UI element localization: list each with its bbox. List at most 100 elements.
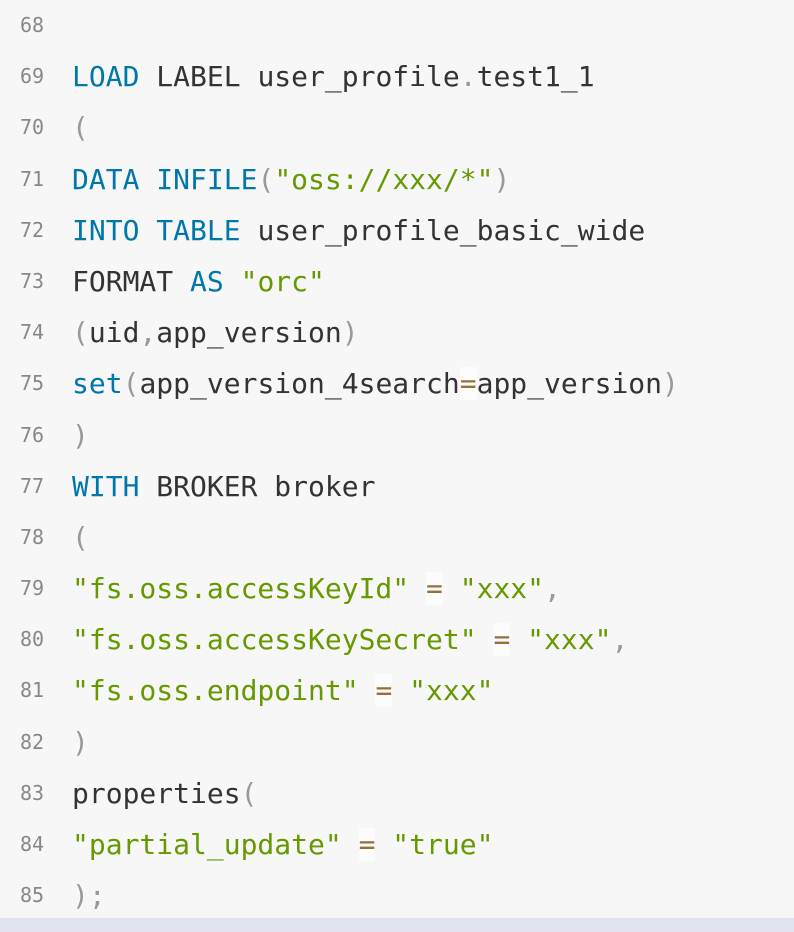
line-source: FORMAT AS "orc" bbox=[72, 256, 325, 307]
token-keyword: INFILE bbox=[156, 162, 258, 196]
token-string: "oss://xxx/*" bbox=[274, 162, 494, 196]
code-line: 72 INTO TABLE user_profile_basic_wide bbox=[0, 205, 794, 256]
token-punct: , bbox=[611, 623, 629, 657]
line-source: LOAD LABEL user_profile.test1_1 bbox=[72, 51, 595, 102]
token-string: "partial_update" bbox=[72, 828, 342, 861]
line-source: set(app_version_4search=app_version) bbox=[72, 358, 679, 409]
line-source: ); bbox=[72, 870, 106, 921]
token-keyword: set bbox=[72, 367, 123, 401]
token-punct: . bbox=[459, 60, 477, 94]
line-source: ) bbox=[72, 410, 89, 461]
token-string: "fs.oss.endpoint" bbox=[72, 674, 359, 708]
token-string: "xxx" bbox=[409, 674, 494, 708]
token-keyword: DATA bbox=[72, 162, 140, 196]
token-plain bbox=[139, 163, 156, 196]
token-keyword: LOAD bbox=[72, 60, 140, 94]
line-number: 77 bbox=[20, 473, 45, 498]
token-plain: app_version bbox=[156, 316, 342, 350]
line-source: INTO TABLE user_profile_basic_wide bbox=[72, 205, 645, 256]
token-plain: test1_1 bbox=[476, 60, 595, 94]
line-source: ( bbox=[72, 512, 89, 563]
code-line: 73 FORMAT AS "orc" bbox=[0, 256, 794, 307]
line-source: "fs.oss.accessKeySecret" = "xxx", bbox=[72, 614, 628, 665]
line-number: 85 bbox=[20, 883, 45, 908]
token-plain bbox=[375, 828, 392, 861]
token-punct: ) bbox=[72, 418, 89, 452]
horizontal-scrollbar[interactable] bbox=[0, 918, 794, 932]
line-number: 83 bbox=[20, 780, 45, 805]
code-line: 82) bbox=[0, 717, 794, 768]
code-line: 74 (uid,app_version) bbox=[0, 307, 794, 358]
line-source: "fs.oss.accessKeyId" = "xxx", bbox=[72, 563, 561, 614]
code-line: 75 set(app_version_4search=app_version) bbox=[0, 358, 794, 409]
code-line: 83 properties( bbox=[0, 768, 794, 819]
token-plain: BROKER broker bbox=[139, 469, 376, 503]
token-plain: user_profile_basic_wide bbox=[240, 213, 646, 247]
line-source: properties( bbox=[72, 768, 257, 819]
token-string: "xxx" bbox=[459, 572, 545, 606]
token-operator: = bbox=[426, 572, 443, 606]
token-plain: app_version_4search bbox=[139, 367, 460, 401]
line-number: 68 bbox=[20, 13, 45, 37]
line-number: 72 bbox=[20, 217, 45, 242]
line-number: 73 bbox=[20, 268, 45, 293]
token-string: "true" bbox=[392, 828, 494, 861]
line-number: 76 bbox=[20, 422, 45, 447]
token-plain bbox=[392, 674, 409, 707]
code-line: 68 bbox=[0, 0, 794, 51]
code-line: 79 "fs.oss.accessKeyId" = "xxx", bbox=[0, 563, 794, 614]
line-source: ) bbox=[72, 717, 89, 768]
code-line: 71 DATA INFILE("oss://xxx/*") bbox=[0, 154, 794, 205]
token-keyword: WITH bbox=[72, 469, 140, 503]
token-punct: ( bbox=[240, 776, 258, 810]
line-number: 71 bbox=[20, 166, 45, 191]
line-source: WITH BROKER broker bbox=[72, 461, 375, 512]
token-plain bbox=[443, 572, 460, 605]
token-plain bbox=[510, 623, 527, 656]
token-punct: ) bbox=[72, 879, 89, 913]
token-plain bbox=[139, 214, 156, 247]
token-punct: ) bbox=[341, 316, 359, 350]
code-line: 85); bbox=[0, 870, 794, 921]
line-number: 69 bbox=[20, 64, 45, 89]
line-source: "fs.oss.endpoint" = "xxx" bbox=[72, 665, 493, 716]
token-string: "orc" bbox=[240, 264, 325, 298]
token-punct: ( bbox=[257, 162, 275, 196]
token-plain: LABEL user_profile bbox=[139, 60, 460, 94]
line-number: 78 bbox=[20, 524, 45, 549]
code-line: 78 ( bbox=[0, 512, 794, 563]
code-line: 76) bbox=[0, 410, 794, 461]
line-source: DATA INFILE("oss://xxx/*") bbox=[72, 154, 510, 205]
token-keyword: INTO bbox=[72, 213, 140, 247]
token-operator: = bbox=[493, 623, 511, 657]
token-punct: ) bbox=[72, 725, 89, 759]
code-line: 81"fs.oss.endpoint" = "xxx" bbox=[0, 665, 794, 716]
token-punct: , bbox=[544, 572, 561, 606]
line-source: (uid,app_version) bbox=[72, 307, 359, 358]
line-number: 82 bbox=[20, 729, 45, 754]
line-number: 84 bbox=[20, 832, 45, 856]
token-punct: ; bbox=[88, 879, 106, 913]
code-line: 69 LOAD LABEL user_profile.test1_1 bbox=[0, 51, 794, 102]
token-punct: , bbox=[139, 316, 157, 350]
line-number: 80 bbox=[20, 627, 45, 652]
token-operator: = bbox=[375, 674, 393, 708]
token-plain: app_version bbox=[476, 367, 663, 401]
line-source: "partial_update" = "true" bbox=[72, 819, 493, 870]
token-plain bbox=[359, 674, 376, 707]
line-number: 75 bbox=[20, 371, 45, 396]
token-punct: ( bbox=[72, 316, 89, 350]
token-string: "fs.oss.accessKeyId" bbox=[72, 572, 410, 606]
line-number: 79 bbox=[20, 576, 45, 601]
token-operator: = bbox=[358, 828, 376, 861]
line-source: ( bbox=[72, 102, 89, 153]
token-plain bbox=[409, 572, 426, 605]
token-keyword: TABLE bbox=[156, 213, 241, 247]
token-plain bbox=[342, 828, 359, 861]
line-number: 70 bbox=[20, 115, 45, 140]
line-number: 74 bbox=[20, 320, 45, 345]
token-plain bbox=[477, 623, 494, 656]
token-string: "xxx" bbox=[527, 623, 612, 657]
code-line: 84 "partial_update" = "true" bbox=[0, 819, 794, 870]
